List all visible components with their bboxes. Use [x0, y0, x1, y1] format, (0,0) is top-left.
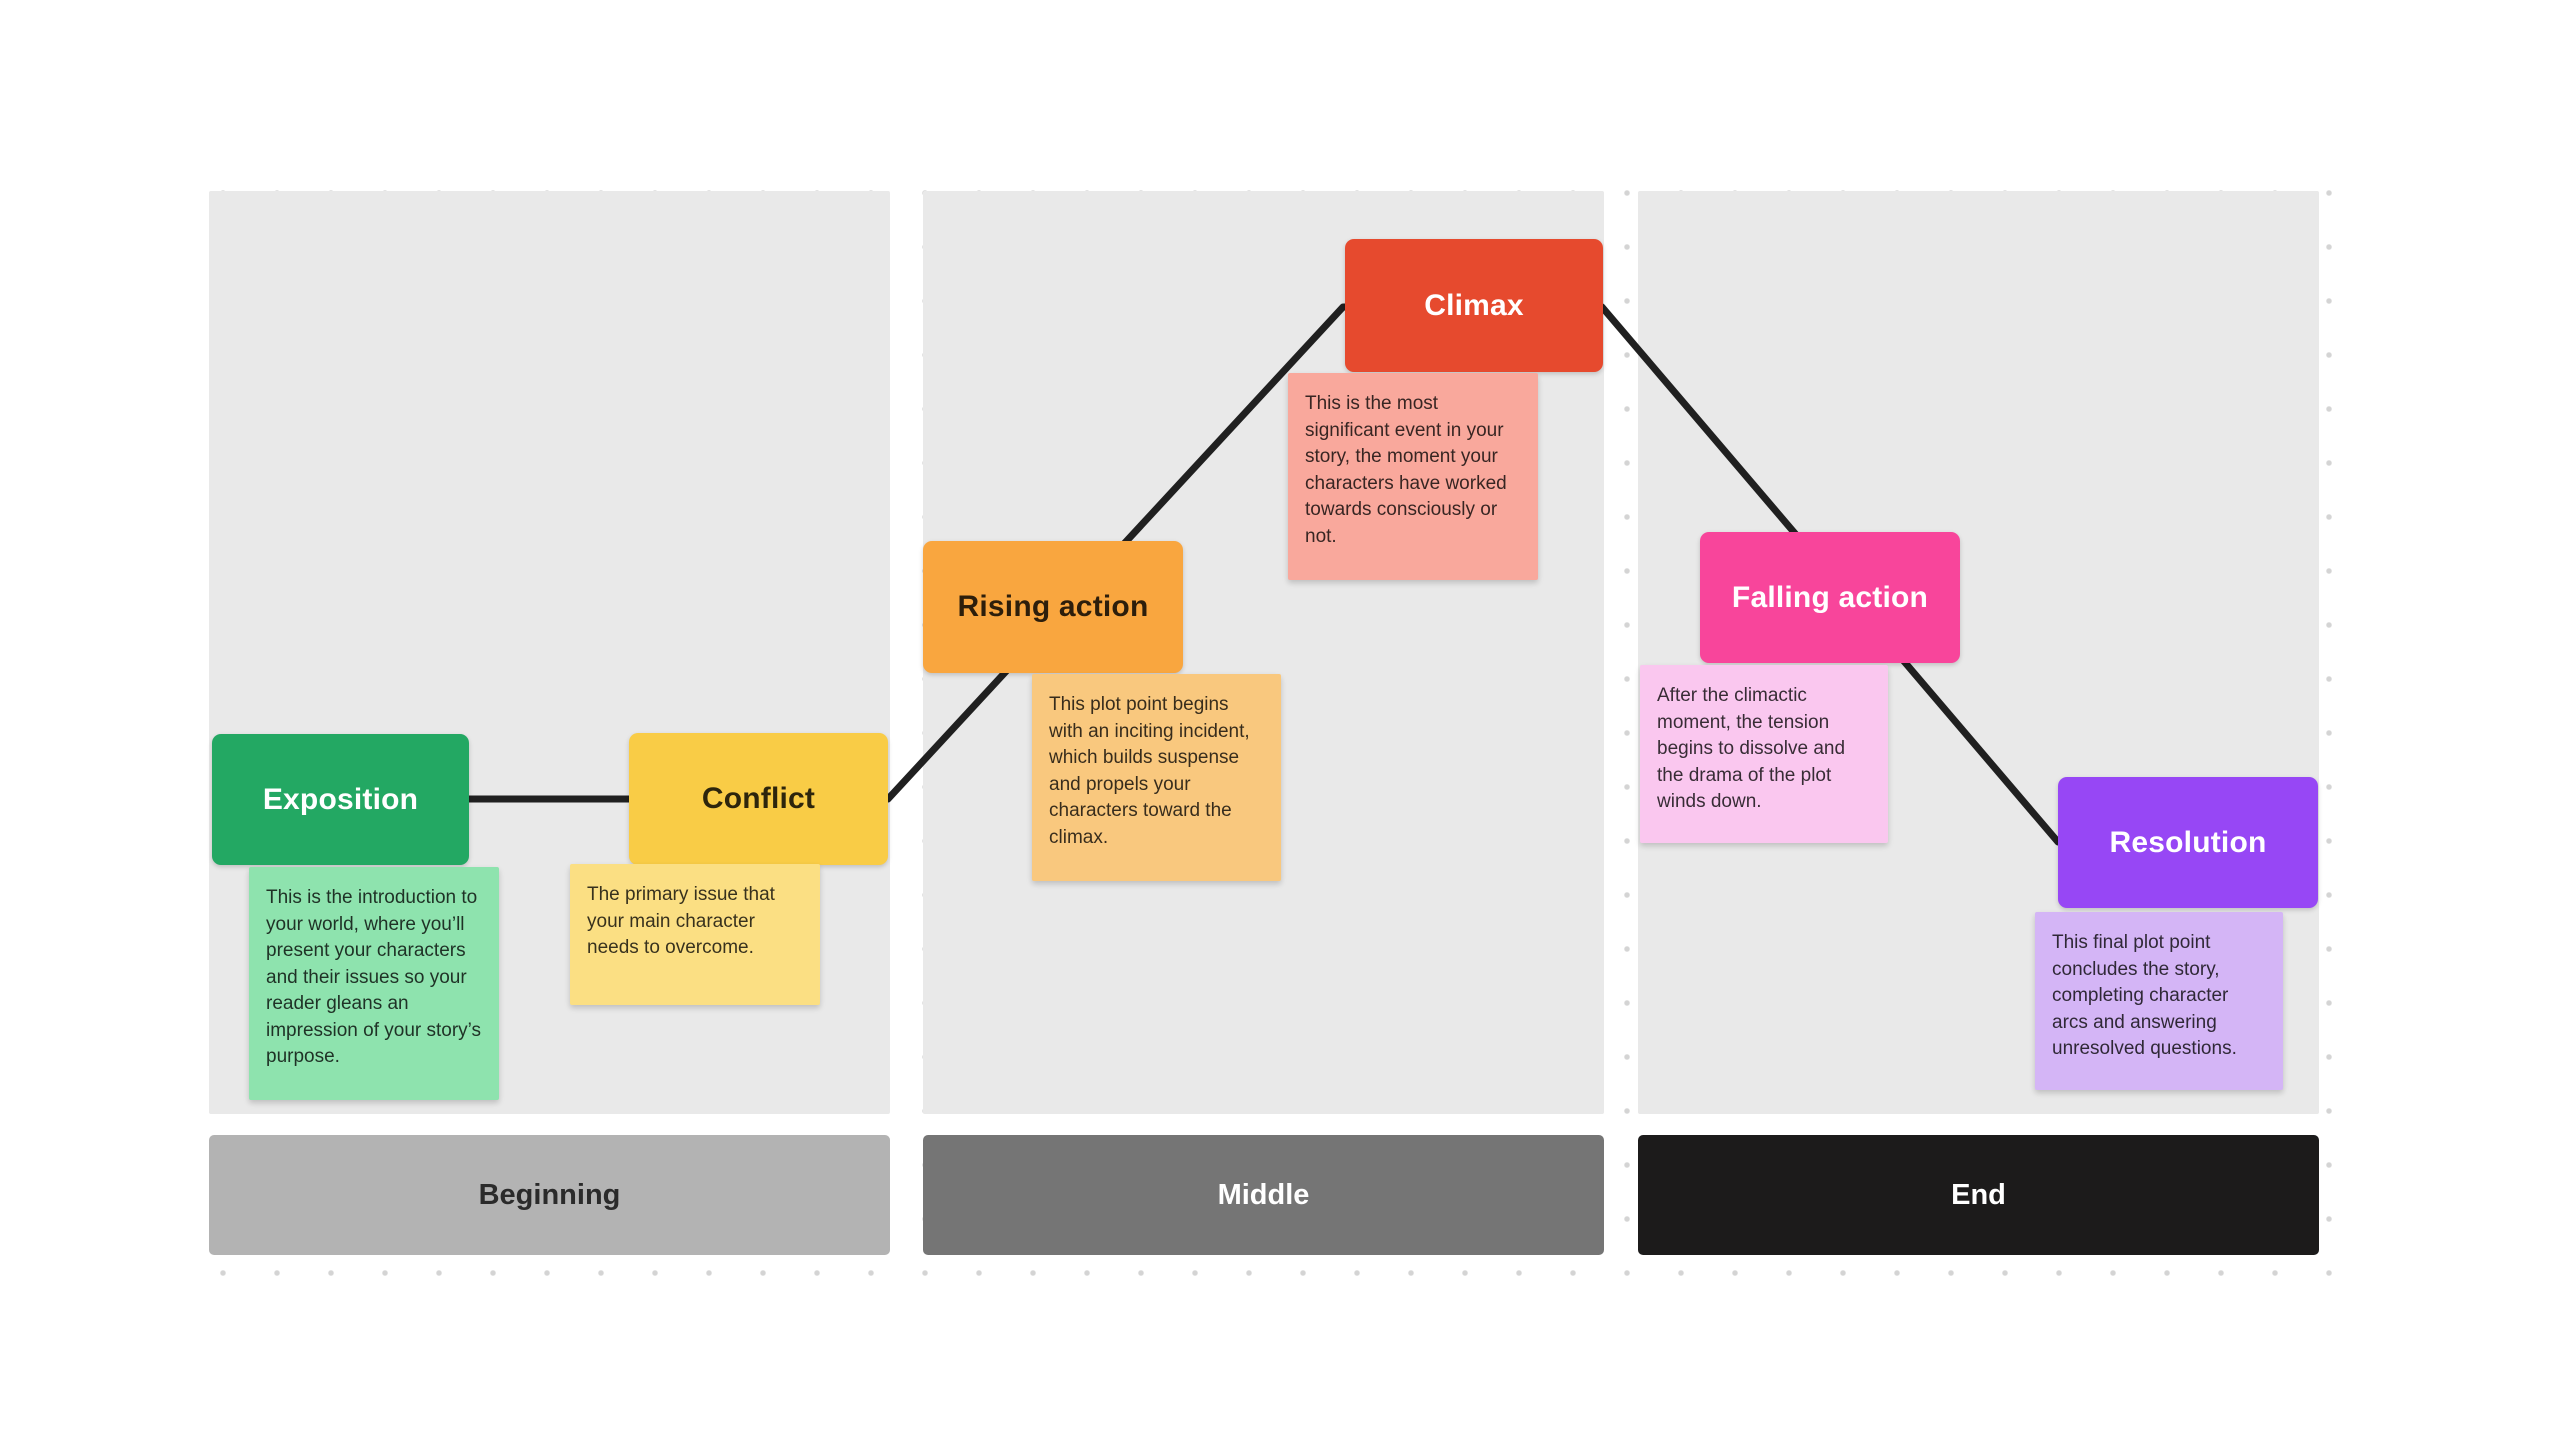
exposition-box[interactable]: Exposition: [212, 734, 469, 865]
falling-action-sticky-note[interactable]: After the climactic moment, the tension …: [1640, 665, 1888, 843]
rising-action-label: Rising action: [957, 590, 1149, 623]
rising-action-box[interactable]: Rising action: [923, 541, 1183, 673]
resolution-box[interactable]: Resolution: [2058, 777, 2318, 908]
climax-box[interactable]: Climax: [1345, 239, 1603, 372]
middle-section-bar[interactable]: Middle: [923, 1135, 1604, 1255]
middle-bar-label: Middle: [1217, 1178, 1310, 1211]
resolution-note-text: This final plot point concludes the stor…: [2052, 932, 2237, 1059]
conflict-sticky-note[interactable]: The primary issue that your main charact…: [570, 864, 820, 1005]
exposition-sticky-note[interactable]: This is the introduction to your world, …: [249, 867, 499, 1100]
beginning-section-bar[interactable]: Beginning: [209, 1135, 890, 1255]
resolution-label: Resolution: [2109, 825, 2267, 859]
end-section-bar[interactable]: End: [1638, 1135, 2319, 1255]
conflict-note-text: The primary issue that your main charact…: [587, 884, 775, 958]
rising-action-sticky-note[interactable]: This plot point begins with an inciting …: [1032, 674, 1281, 881]
conflict-label: Conflict: [701, 782, 816, 815]
beginning-bar-label: Beginning: [478, 1178, 621, 1211]
falling-action-label: Falling action: [1731, 580, 1929, 614]
exposition-label: Exposition: [262, 782, 419, 816]
falling-action-note-text: After the climactic moment, the tension …: [1657, 685, 1846, 812]
end-bar-label: End: [1951, 1178, 2006, 1211]
conflict-box[interactable]: Conflict: [629, 733, 888, 865]
rising-action-note-text: This plot point begins with an inciting …: [1049, 694, 1250, 848]
falling-action-box[interactable]: Falling action: [1700, 532, 1960, 663]
climax-note-text: This is the most significant event in yo…: [1305, 393, 1507, 547]
climax-sticky-note[interactable]: This is the most significant event in yo…: [1288, 373, 1538, 580]
resolution-sticky-note[interactable]: This final plot point concludes the stor…: [2035, 912, 2283, 1090]
exposition-note-text: This is the introduction to your world, …: [266, 887, 482, 1067]
climax-label: Climax: [1424, 288, 1524, 322]
